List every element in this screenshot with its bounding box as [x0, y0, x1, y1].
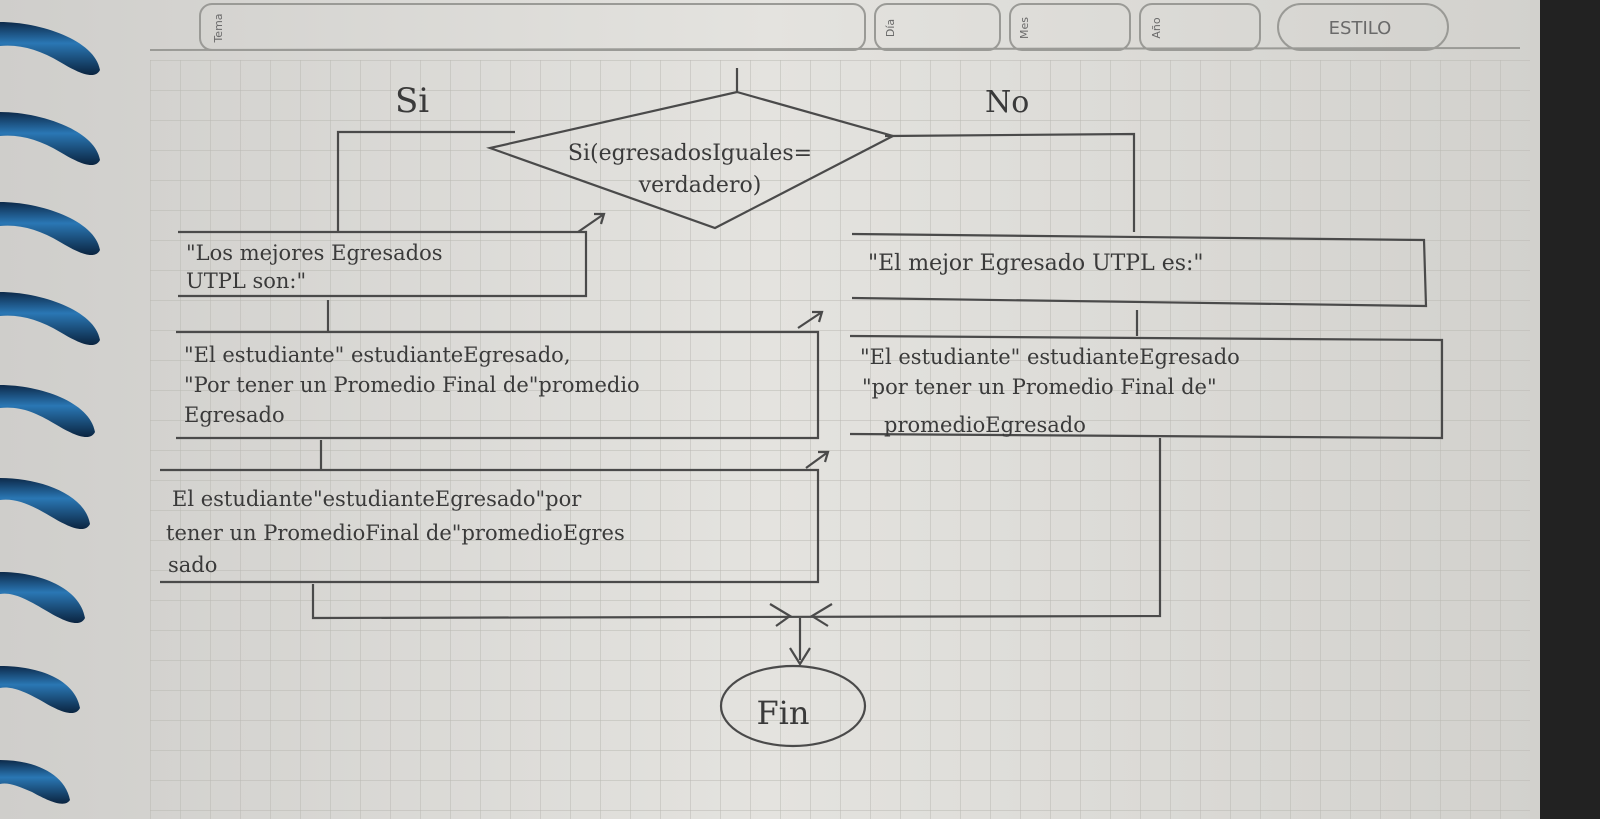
yes-process-1-line-2: UTPL son:" — [186, 269, 306, 293]
end-arrowhead — [789, 647, 811, 667]
spiral-ring — [0, 572, 85, 624]
spiral-binding — [0, 22, 100, 804]
yes-process-1: "Los mejores Egresados UTPL son:" — [178, 230, 588, 298]
flow-arrow — [797, 310, 824, 329]
yes-process-2-line-1: "El estudiante" estudianteEgresado, — [184, 343, 571, 367]
spiral-ring — [0, 478, 90, 530]
yes-process-2-line-2: "Por tener un Promedio Final de"promedio — [184, 373, 640, 397]
yes-process-2-line-3: Egresado — [184, 403, 285, 427]
grid-area — [150, 60, 1530, 819]
yes-label: Si — [395, 81, 429, 121]
brand-logo: ESTILO — [1329, 18, 1392, 39]
no-process-2-line-1: "El estudiante" estudianteEgresado — [860, 345, 1240, 369]
spiral-ring — [0, 292, 100, 346]
anio-label: Año — [1150, 17, 1163, 38]
yes-process-3: El estudiante"estudianteEgresado"por ten… — [160, 468, 820, 584]
no-branch-line — [884, 132, 1136, 232]
yes-process-1-line-1: "Los mejores Egresados — [186, 241, 443, 265]
spiral-ring — [0, 760, 70, 804]
no-process-2-line-3: promedioEgresado — [884, 413, 1086, 437]
spiral-ring — [0, 666, 80, 714]
no-process-1: "El mejor Egresado UTPL es:" — [851, 232, 1428, 308]
brand-badge — [1277, 3, 1449, 51]
background-edge — [1540, 0, 1600, 819]
anio-field — [1139, 3, 1261, 51]
no-process-2: "El estudiante" estudianteEgresado "por … — [849, 334, 1444, 440]
spiral-ring — [0, 385, 95, 438]
page-header: Tema Día Mes Año ESTILO — [149, 3, 1521, 51]
tema-label: Tema — [212, 13, 225, 43]
mes-label: Mes — [1018, 17, 1031, 39]
spiral-ring — [0, 112, 100, 166]
no-process-2-line-2: "por tener un Promedio Final de" — [862, 375, 1217, 399]
decision-line-2: verdadero) — [638, 173, 762, 198]
yes-process-3-line-1: El estudiante"estudianteEgresado"por — [172, 487, 582, 511]
yes-process-2: "El estudiante" estudianteEgresado, "Por… — [176, 330, 820, 440]
decision-line-1: Si(egresadosIguales= — [568, 141, 812, 166]
end-terminal — [719, 664, 867, 748]
yes-branch-line — [336, 130, 515, 232]
merge-line — [311, 438, 1162, 620]
dia-label: Día — [884, 19, 897, 37]
dia-field — [874, 3, 1001, 51]
no-label: No — [985, 85, 1029, 120]
spiral-ring — [0, 202, 100, 256]
spiral-ring — [0, 22, 100, 76]
flow-arrow — [805, 450, 830, 469]
decision-diamond — [486, 90, 896, 230]
yes-process-3-line-3: sado — [168, 553, 217, 577]
flow-arrow — [577, 212, 606, 233]
mes-field — [1009, 3, 1131, 51]
merge-arrow-right — [809, 603, 833, 627]
end-terminal-label: Fin — [756, 694, 809, 732]
yes-process-3-line-2: tener un PromedioFinal de"promedioEgres — [166, 521, 625, 545]
merge-arrow-left — [769, 603, 793, 627]
connector-lines — [311, 68, 1162, 667]
no-process-1-line-1: "El mejor Egresado UTPL es:" — [868, 251, 1204, 276]
